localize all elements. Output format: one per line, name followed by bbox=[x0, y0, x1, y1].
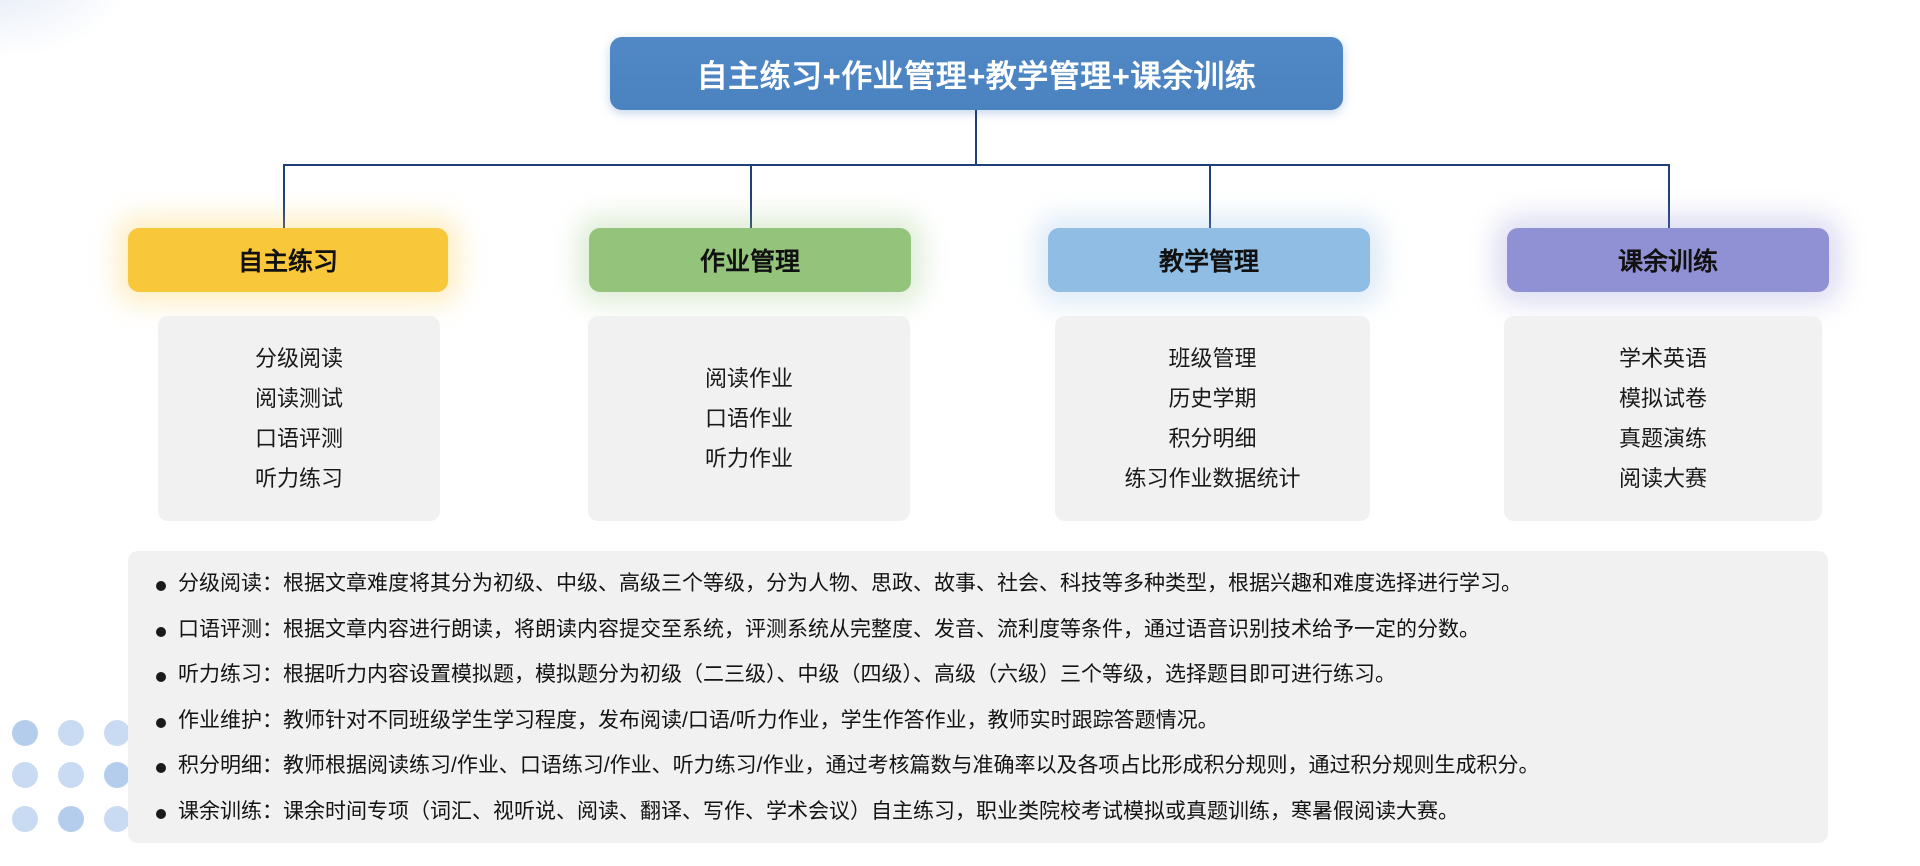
sub-panel-1: 阅读作业 口语作业 听力作业 bbox=[588, 316, 910, 521]
sub-item[interactable]: 阅读测试 bbox=[254, 385, 343, 411]
bullet-icon bbox=[156, 808, 166, 819]
note-row: 课余训练：课余时间专项（词汇、视听说、阅读、翻译、写作、学术会议）自主练习，职业… bbox=[156, 799, 1800, 825]
category-label-3: 课余训练 bbox=[1617, 248, 1718, 276]
category-box-2[interactable]: 教学管理 bbox=[1048, 228, 1370, 292]
decorative-dot bbox=[58, 762, 84, 788]
sub-item[interactable]: 模拟试卷 bbox=[1618, 385, 1707, 411]
category-box-1[interactable]: 作业管理 bbox=[589, 228, 911, 292]
note-text: 作业维护：教师针对不同班级学生学习程度，发布阅读/口语/听力作业，学生作答作业，… bbox=[178, 708, 1219, 732]
note-row: 分级阅读：根据文章难度将其分为初级、中级、高级三个等级，分为人物、思政、故事、社… bbox=[156, 571, 1800, 597]
sub-item[interactable]: 听力作业 bbox=[704, 445, 793, 471]
connector-trunk-vertical bbox=[975, 110, 977, 165]
decorative-dot bbox=[12, 720, 38, 746]
note-text: 课余训练：课余时间专项（词汇、视听说、阅读、翻译、写作、学术会议）自主练习，职业… bbox=[178, 799, 1459, 823]
note-row: 积分明细：教师根据阅读练习/作业、口语练习/作业、听力练习/作业，通过考核篇数与… bbox=[156, 753, 1800, 779]
bullet-icon bbox=[156, 626, 166, 637]
category-label-2: 教学管理 bbox=[1158, 248, 1259, 276]
note-text: 积分明细：教师根据阅读练习/作业、口语练习/作业、听力练习/作业，通过考核篇数与… bbox=[178, 754, 1540, 778]
decorative-dot bbox=[104, 762, 130, 788]
sub-item[interactable]: 听力练习 bbox=[254, 465, 343, 491]
sub-panel-0: 分级阅读 阅读测试 口语评测 听力练习 bbox=[158, 316, 440, 521]
sub-item[interactable]: 学术英语 bbox=[1618, 345, 1707, 371]
sub-panel-3: 学术英语 模拟试卷 真题演练 阅读大赛 bbox=[1504, 316, 1822, 521]
notes-panel: 分级阅读：根据文章难度将其分为初级、中级、高级三个等级，分为人物、思政、故事、社… bbox=[128, 551, 1828, 843]
decorative-dot bbox=[58, 720, 84, 746]
connector-branch-0 bbox=[283, 164, 285, 228]
note-text: 分级阅读：根据文章难度将其分为初级、中级、高级三个等级，分为人物、思政、故事、社… bbox=[178, 572, 1522, 595]
bullet-icon bbox=[156, 717, 166, 728]
sub-panel-2: 班级管理 历史学期 积分明细 练习作业数据统计 bbox=[1055, 316, 1370, 521]
bullet-icon bbox=[156, 581, 166, 591]
sub-item[interactable]: 阅读作业 bbox=[704, 365, 793, 391]
category-box-3[interactable]: 课余训练 bbox=[1507, 228, 1829, 292]
decorative-dot bbox=[104, 720, 130, 746]
note-text: 听力练习：根据听力内容设置模拟题，模拟题分为初级（二三级）、中级（四级）、高级（… bbox=[178, 663, 1396, 687]
connector-branch-2 bbox=[1209, 164, 1211, 228]
category-label-0: 自主练习 bbox=[237, 248, 338, 276]
root-node: 自主练习+作业管理+教学管理+课余训练 bbox=[610, 37, 1343, 110]
connector-horizontal-bus bbox=[283, 164, 1669, 166]
sub-item[interactable]: 积分明细 bbox=[1168, 425, 1257, 451]
corner-arc-decoration bbox=[0, 0, 140, 60]
category-box-0[interactable]: 自主练习 bbox=[128, 228, 448, 292]
category-label-1: 作业管理 bbox=[699, 248, 800, 276]
sub-item[interactable]: 阅读大赛 bbox=[1618, 465, 1707, 491]
connector-branch-3 bbox=[1668, 164, 1670, 228]
connector-branch-1 bbox=[750, 164, 752, 228]
sub-item[interactable]: 练习作业数据统计 bbox=[1124, 465, 1301, 491]
root-node-title: 自主练习+作业管理+教学管理+课余训练 bbox=[696, 59, 1257, 94]
decorative-dot bbox=[104, 806, 130, 832]
sub-item[interactable]: 班级管理 bbox=[1168, 345, 1257, 371]
decorative-dot bbox=[58, 806, 84, 832]
note-row: 听力练习：根据听力内容设置模拟题，模拟题分为初级（二三级）、中级（四级）、高级（… bbox=[156, 662, 1800, 688]
decorative-dot bbox=[12, 806, 38, 832]
sub-item[interactable]: 历史学期 bbox=[1168, 385, 1257, 411]
sub-item[interactable]: 真题演练 bbox=[1618, 425, 1707, 451]
bullet-icon bbox=[156, 672, 166, 683]
sub-item[interactable]: 分级阅读 bbox=[254, 345, 343, 371]
note-row: 作业维护：教师针对不同班级学生学习程度，发布阅读/口语/听力作业，学生作答作业，… bbox=[156, 708, 1800, 734]
bullet-icon bbox=[156, 763, 166, 774]
note-text: 口语评测：根据文章内容进行朗读，将朗读内容提交至系统，评测系统从完整度、发音、流… bbox=[178, 617, 1480, 641]
decorative-dot bbox=[12, 762, 38, 788]
sub-item[interactable]: 口语作业 bbox=[704, 405, 793, 431]
sub-item[interactable]: 口语评测 bbox=[254, 425, 343, 451]
note-row: 口语评测：根据文章内容进行朗读，将朗读内容提交至系统，评测系统从完整度、发音、流… bbox=[156, 617, 1800, 643]
